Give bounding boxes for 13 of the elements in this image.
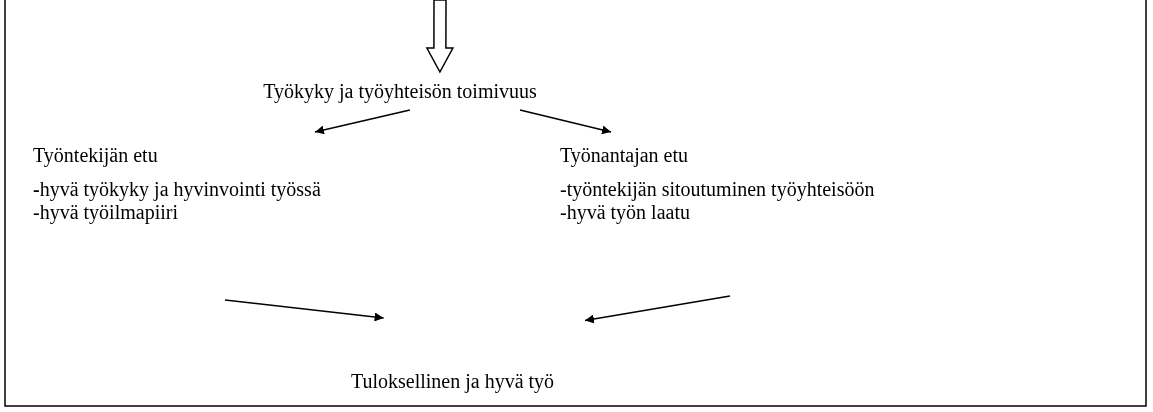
- bullet-text: -hyvä työn laatu: [560, 201, 691, 224]
- heading-text: Työnantajan etu: [560, 144, 689, 167]
- bullet-text: -työntekijän sitoutuminen työyhteisöön: [560, 178, 876, 201]
- node-text: Tuloksellinen ja hyvä työ: [349, 370, 556, 393]
- arrow: [519, 109, 612, 135]
- node-text: Työkyky ja työyhteisön toimivuus: [262, 80, 538, 103]
- arrow: [224, 299, 385, 322]
- arrow: [314, 109, 411, 135]
- heading-text: Työntekijän etu: [33, 144, 159, 167]
- arrow: [584, 295, 731, 324]
- block-arrow: [425, 0, 455, 74]
- bullet-text: -hyvä työilmapiiri: [33, 201, 179, 224]
- bullet-text: -hyvä työkyky ja hyvinvointi työssä: [33, 178, 322, 201]
